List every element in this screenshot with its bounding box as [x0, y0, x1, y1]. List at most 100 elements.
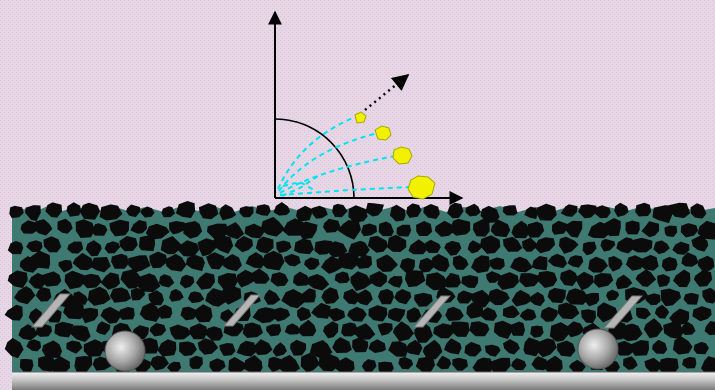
bed-granule-icon — [100, 272, 121, 290]
bed-granule-icon — [616, 237, 636, 254]
bed-granule-icon — [135, 273, 161, 292]
bed-granule-icon — [29, 250, 51, 269]
bed-granule-icon — [237, 269, 255, 288]
bed-granule-icon — [641, 221, 660, 238]
bed-granule-icon — [255, 204, 271, 216]
bed-granule-icon — [253, 339, 273, 356]
bed-granule-icon — [551, 220, 568, 235]
bed-granule-icon — [281, 289, 306, 309]
trajectory-line — [279, 155, 396, 194]
bed-granule-icon — [4, 304, 23, 321]
bed-granule-icon — [668, 202, 691, 219]
bed-granule-icon — [576, 271, 594, 291]
bed-granule-icon — [522, 237, 539, 252]
bed-granule-icon — [64, 270, 85, 290]
bed-granule-icon — [652, 339, 668, 354]
bed-granule-icon — [457, 290, 475, 304]
bed-granule-icon — [309, 340, 333, 358]
bed-granule-icon — [567, 255, 584, 268]
bed-granule-icon — [392, 321, 415, 342]
bed-granule-icon — [480, 307, 498, 321]
bed-granule-icon — [18, 324, 38, 341]
bed-granule-icon — [537, 203, 557, 221]
bed-granule-icon — [187, 291, 205, 304]
bed-granule-icon — [502, 205, 518, 216]
bed-granule-icon — [83, 339, 104, 357]
bed-granule-icon — [422, 339, 443, 360]
bed-granule-icon — [636, 307, 651, 320]
bed-granule-icon — [298, 319, 317, 337]
bed-granule-icon — [615, 340, 635, 356]
bed-granule-icon — [536, 271, 558, 288]
bed-granule-icon — [464, 341, 482, 357]
bed-granule-icon — [557, 340, 576, 357]
trajectory-line — [282, 180, 315, 191]
bed-granule-icon — [530, 325, 544, 338]
bed-granule-icon — [196, 272, 215, 290]
bed-granule-icon — [406, 203, 422, 218]
bed-granule-icon — [130, 220, 147, 234]
bed-granule-icon — [26, 339, 42, 352]
bed-granule-icon — [502, 305, 520, 318]
bed-granule-icon — [128, 255, 151, 273]
bed-granule-icon — [436, 355, 452, 370]
bed-granule-icon — [99, 204, 123, 221]
bed-granule-icon — [169, 324, 192, 340]
bed-granule-icon — [296, 205, 312, 222]
bed-granule-icon — [484, 344, 501, 357]
bed-granule-icon — [640, 254, 659, 271]
bed-granule-icon — [470, 289, 492, 308]
bed-granule-icon — [510, 321, 525, 336]
bed-granule-icon — [608, 256, 623, 272]
bed-granule-icon — [672, 241, 690, 255]
bed-granule-icon — [543, 355, 563, 374]
bed-granule-icon — [138, 235, 156, 252]
bed-granule-icon — [365, 202, 384, 217]
bed-granule-icon — [497, 272, 519, 290]
bed-granule-icon — [361, 223, 377, 237]
bed-granule-icon — [311, 205, 328, 219]
bed-granule-icon — [209, 358, 226, 373]
bed-granule-icon — [415, 356, 435, 374]
bed-granule-icon — [7, 241, 24, 255]
bed-granule-icon — [301, 288, 316, 303]
slanted-nozzle-icon — [412, 295, 452, 328]
bed-granule-icon — [623, 356, 638, 370]
bed-granule-icon — [179, 341, 197, 356]
bed-granule-icon — [223, 222, 245, 240]
bed-granule-icon — [511, 220, 530, 239]
bed-granule-icon — [96, 321, 111, 335]
bed-granule-icon — [387, 234, 407, 252]
bed-granule-icon — [377, 322, 393, 336]
bed-granule-icon — [465, 203, 481, 217]
bed-granule-icon — [219, 285, 242, 305]
bed-granule-icon — [578, 204, 597, 219]
bed-granule-icon — [444, 240, 462, 256]
bed-granule-icon — [217, 273, 238, 290]
bed-granule-icon — [73, 291, 88, 305]
bed-granule-icon — [558, 236, 579, 254]
bed-granule-icon — [243, 355, 263, 374]
bed-granule-icon — [697, 220, 715, 240]
bed-granule-icon — [26, 240, 43, 252]
bed-granule-icon — [244, 223, 266, 239]
bed-granule-icon — [347, 306, 367, 322]
bed-granule-icon — [356, 255, 373, 269]
bed-granule-icon — [679, 321, 696, 335]
bed-granule-icon — [663, 321, 684, 340]
bed-granule-icon — [261, 250, 285, 271]
bed-granule-icon — [693, 341, 709, 355]
bed-granule-icon — [255, 236, 274, 254]
bed-granule-icon — [593, 273, 614, 288]
bed-granule-icon — [284, 253, 301, 267]
bed-granule-icon — [691, 235, 709, 252]
bed-granule-icon — [697, 255, 715, 273]
bed-granule-icon — [658, 357, 679, 376]
bed-granule-icon — [489, 257, 505, 270]
bed-granule-icon — [635, 269, 657, 287]
bed-granule-icon — [511, 289, 532, 307]
bed-granule-icon — [423, 204, 440, 219]
bed-granule-icon — [645, 293, 661, 306]
bed-granule-icon — [270, 272, 289, 287]
bed-granule-icon — [519, 308, 537, 321]
